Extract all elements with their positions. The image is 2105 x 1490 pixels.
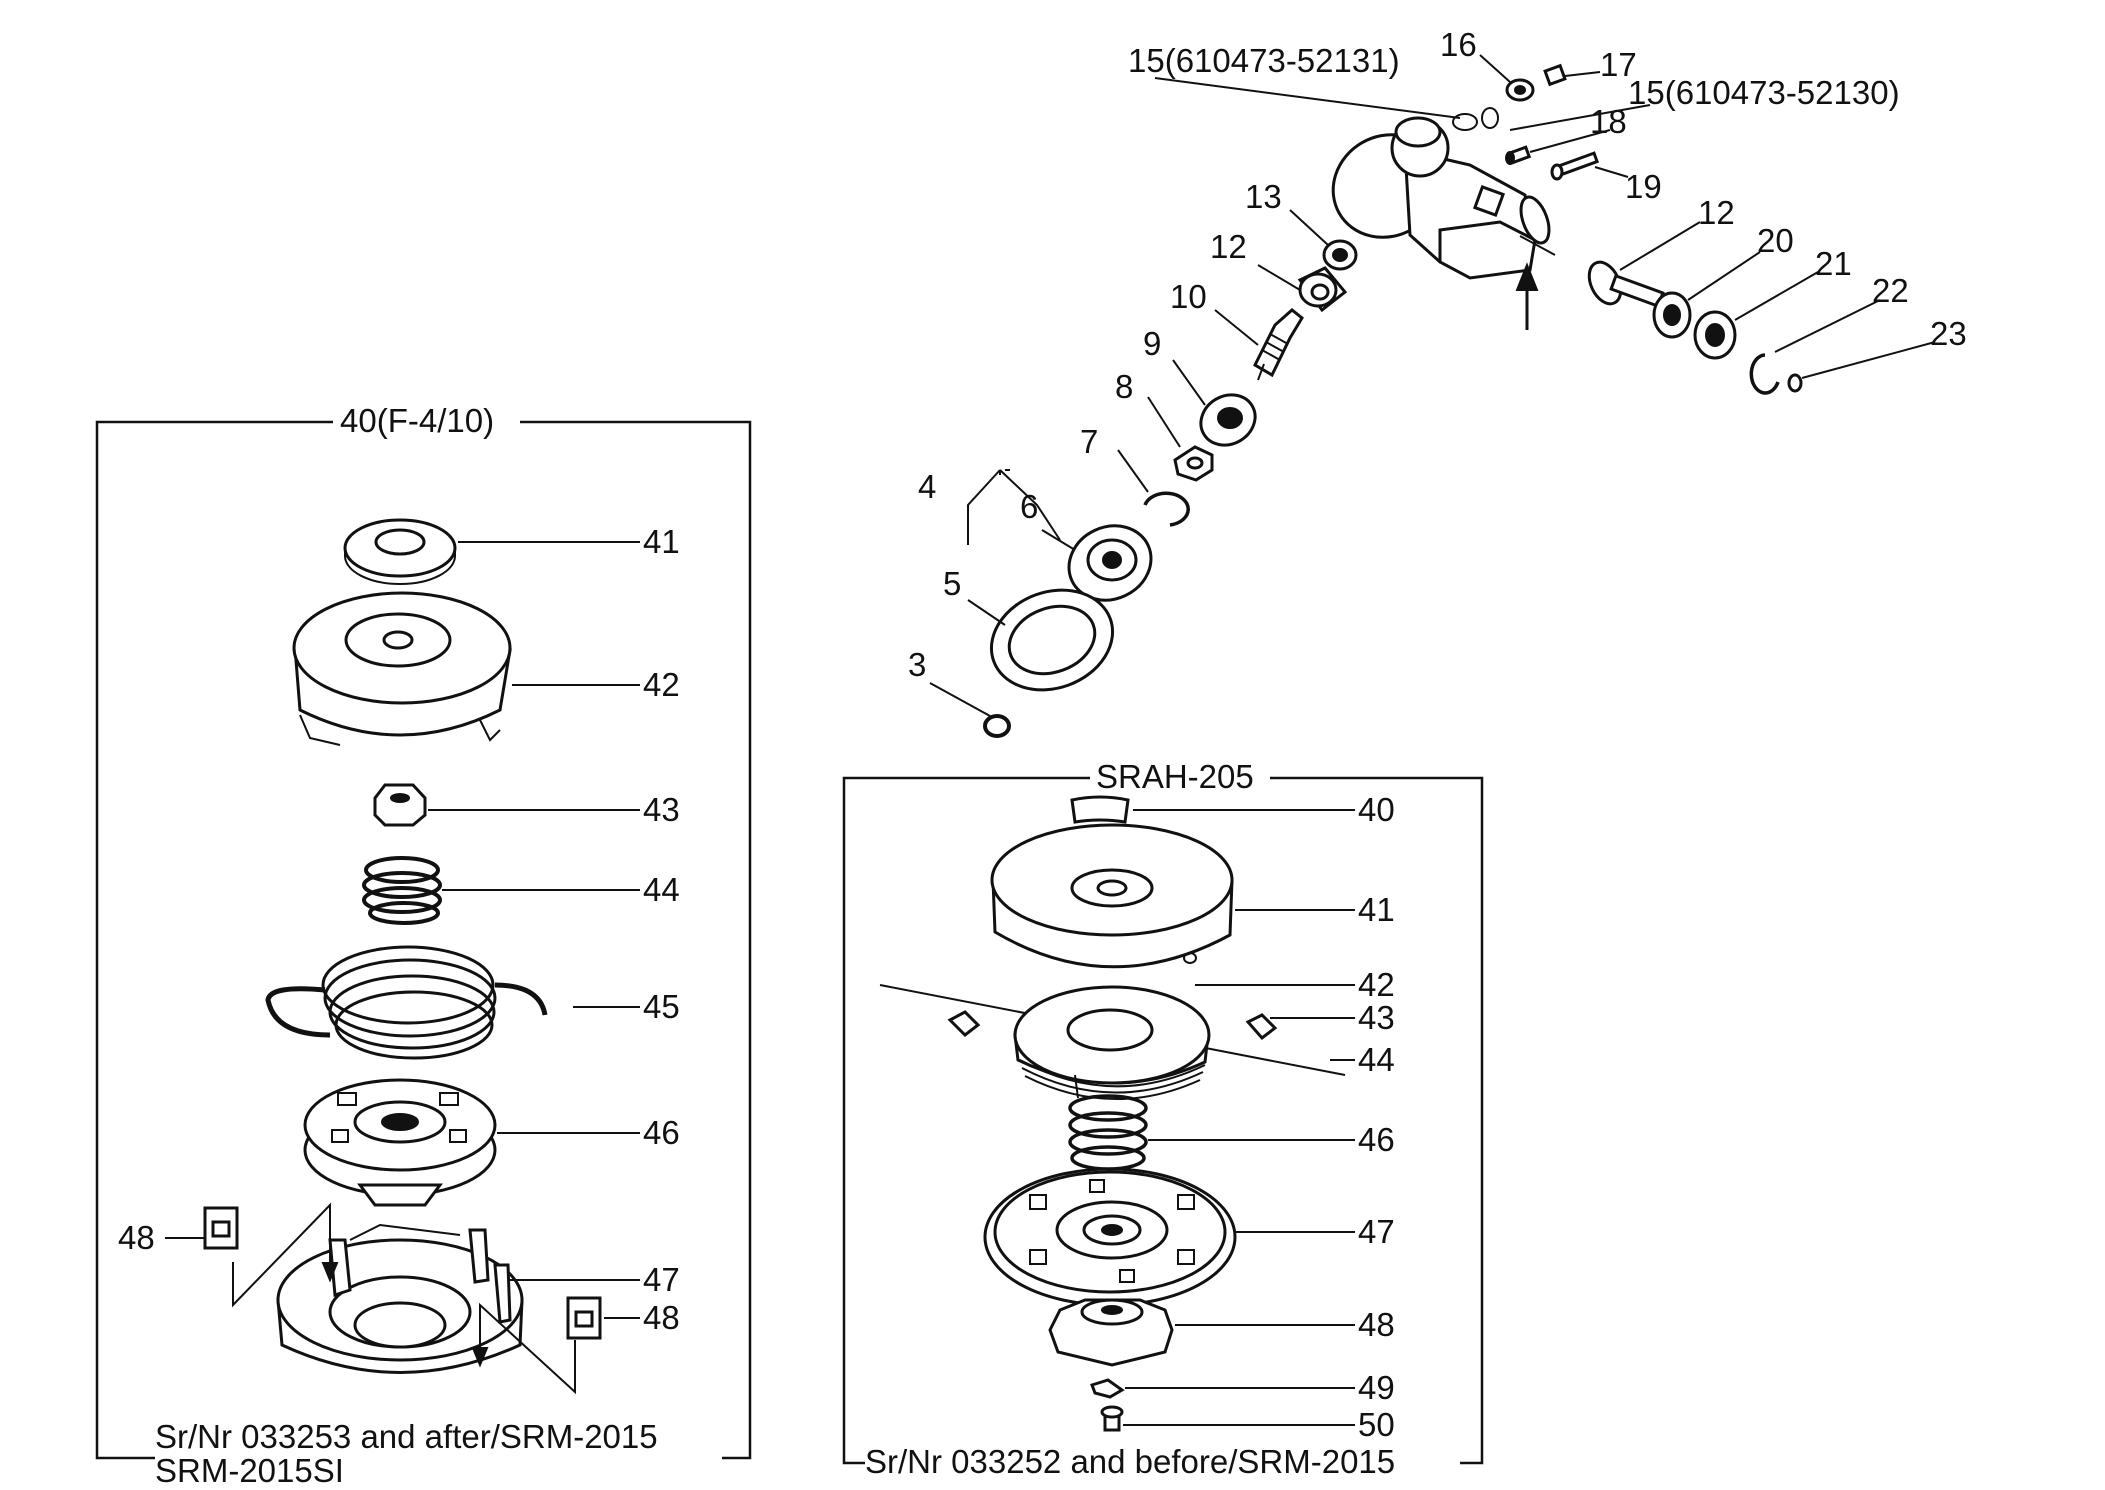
callout-6: 6 (1020, 488, 1038, 525)
right-callout-42: 42 (1358, 966, 1395, 1003)
right-part-47-base (983, 1167, 1237, 1307)
right-part-48-knob (1048, 1298, 1174, 1367)
gear-case (1331, 116, 1556, 280)
left-callout-47: 47 (643, 1261, 680, 1298)
part-12-pinion (1587, 260, 1665, 309)
callout-12-gear: 12 (1210, 228, 1247, 265)
callout-5: 5 (943, 565, 961, 602)
left-callout-46: 46 (643, 1114, 680, 1151)
right-callout-49: 49 (1358, 1369, 1395, 1406)
right-head-box: SRAH-205 Sr/Nr 033252 and before/SRM-201… (842, 758, 1484, 1480)
left-box-caption-line1: Sr/Nr 033253 and after/SRM-2015 (155, 1418, 658, 1455)
left-part-47-housing (276, 1223, 524, 1374)
part-18-bolt (1505, 145, 1532, 165)
part-8-washer (1173, 445, 1214, 482)
part-20-bearing (1652, 291, 1692, 339)
callout-15-a: 15(610473-52131) (1128, 42, 1400, 79)
callout-13: 13 (1245, 178, 1282, 215)
right-callout-46: 46 (1358, 1121, 1395, 1158)
part-23-ring (1787, 373, 1803, 393)
callout-16: 16 (1440, 26, 1477, 63)
right-part-49-clip (1090, 1378, 1125, 1399)
right-callout-43: 43 (1358, 999, 1395, 1036)
part-6-holder (1067, 524, 1153, 602)
left-box-title: 40(F-4/10) (340, 402, 494, 439)
part-13-bearing (1322, 239, 1358, 271)
callout-20: 20 (1757, 222, 1794, 259)
right-callout-48: 48 (1358, 1306, 1395, 1343)
left-part-43-nut (373, 783, 427, 827)
right-box-title: SRAH-205 (1096, 758, 1254, 795)
left-part-41-ring (343, 518, 457, 585)
callout-23: 23 (1930, 315, 1967, 352)
left-callout-44: 44 (643, 871, 680, 908)
part-15-seals (1452, 107, 1499, 131)
callout-9: 9 (1143, 325, 1161, 362)
callout-3: 3 (908, 646, 926, 683)
part-16-washer (1505, 78, 1535, 102)
callout-18: 18 (1590, 103, 1627, 140)
callout-8: 8 (1115, 368, 1133, 405)
left-callout-41: 41 (643, 523, 680, 560)
assembly-arrow (1515, 262, 1539, 330)
part-22-circlip (1749, 353, 1780, 395)
callout-19: 19 (1625, 168, 1662, 205)
right-box-caption: Sr/Nr 033252 and before/SRM-2015 (865, 1443, 1395, 1480)
part-19-bolt (1550, 151, 1600, 181)
part-5-cover (989, 588, 1115, 692)
right-part-50-screw (1100, 1405, 1124, 1432)
left-callout-42: 42 (643, 666, 680, 703)
part-9-bearing (1199, 393, 1257, 447)
part-7-circlip (1143, 491, 1190, 527)
part-21-bearing (1693, 310, 1737, 360)
left-box-caption-line2: SRM-2015SI (155, 1452, 344, 1489)
callout-22: 22 (1872, 272, 1909, 309)
callout-17: 17 (1600, 46, 1637, 83)
right-callout-47: 47 (1358, 1213, 1395, 1250)
part-17-screw (1543, 63, 1567, 87)
part-12-bevel-gear (1297, 266, 1348, 313)
right-part-40-plate (1070, 795, 1130, 824)
left-assembly-arrows (232, 1202, 576, 1395)
callout-21: 21 (1815, 245, 1852, 282)
left-callout-45: 45 (643, 988, 680, 1025)
right-part-46-spring (1068, 1094, 1148, 1171)
left-part-48-clip-a (203, 1206, 239, 1250)
right-callout-40: 40 (1358, 791, 1395, 828)
callout-10: 10 (1170, 278, 1207, 315)
left-part-45-line-coil (265, 945, 548, 1060)
left-part-44-spring (362, 856, 442, 925)
callout-7: 7 (1080, 423, 1098, 460)
part-3-ring (983, 714, 1011, 738)
left-part-46-spool (303, 1078, 497, 1207)
left-part-48-clip-b (566, 1296, 602, 1340)
right-callout-44: 44 (1358, 1041, 1395, 1078)
left-head-box: 40(F-4/10) Sr/Nr 033253 and after/SRM-20… (95, 402, 752, 1489)
callout-4: 4 (918, 468, 936, 505)
gear-head-assembly: 3 4 5 6 7 8 9 10 12 13 15(610473-52131) … (908, 26, 1967, 738)
callout-12-pinion: 12 (1698, 194, 1735, 231)
callout-15-b: 15(610473-52130) (1628, 74, 1900, 111)
right-part-41-cover (990, 823, 1234, 969)
right-callout-50: 50 (1358, 1406, 1395, 1443)
right-callout-41: 41 (1358, 891, 1395, 928)
left-callout-48-left: 48 (118, 1219, 155, 1256)
left-part-42-cover (292, 591, 512, 746)
left-callout-48-right: 48 (643, 1299, 680, 1336)
part-10-spindle (1253, 308, 1304, 381)
left-callout-43: 43 (643, 791, 680, 828)
right-part-42-spool (879, 984, 1346, 1100)
